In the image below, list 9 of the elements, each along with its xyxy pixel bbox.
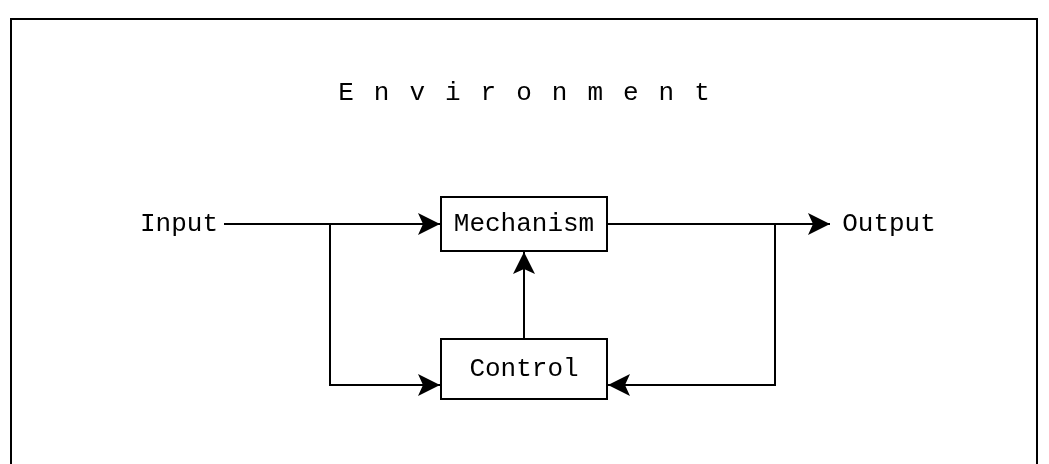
arrow: [223, 223, 441, 396]
arrow: [607, 223, 776, 396]
arrow: [513, 251, 535, 339]
environment-frame: [10, 18, 1038, 464]
input-label: Input: [138, 206, 220, 242]
process-box: Control: [440, 338, 608, 400]
process-box: Mechanism: [440, 196, 608, 252]
output-label: Output: [834, 206, 944, 242]
title: Environment: [337, 78, 731, 108]
